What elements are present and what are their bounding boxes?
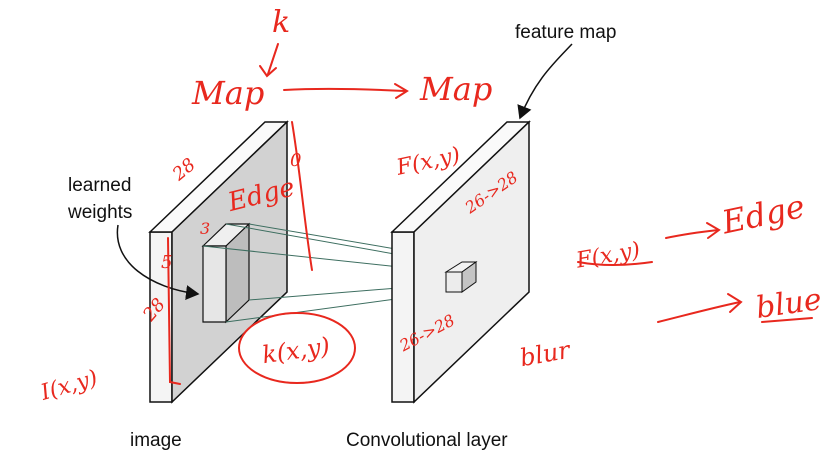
feature-map-label: feature map: [515, 22, 616, 43]
map-arrow-head: [394, 83, 409, 99]
kernel-box: [201, 222, 251, 324]
kxy-circle: [238, 312, 356, 384]
feature-map-pointer: [517, 43, 573, 120]
blur-annotation: blur: [518, 336, 574, 373]
weights-label: weights: [67, 202, 132, 223]
image-size-top-annotation: 28: [168, 154, 200, 185]
k-arrow-line: [267, 43, 279, 75]
fxy-right-annotation: F(x,y): [573, 238, 642, 274]
learned-label: learned: [68, 175, 131, 196]
five-annotation: 5: [161, 252, 172, 273]
zero-annotation: 0: [290, 150, 301, 171]
handwritten-annotations: [167, 43, 813, 385]
edge-right-annotation: Edge: [718, 187, 808, 242]
output-cell: [444, 261, 478, 293]
k-annotation: k: [272, 5, 290, 40]
blue-arrow-line: [657, 301, 741, 323]
three-annotation: 3: [200, 219, 210, 238]
kxy-annotation: k(x,y): [260, 332, 331, 369]
k-arrow-head: [259, 65, 277, 78]
image-label: image: [130, 430, 182, 451]
conv-layer-label: Convolutional layer: [346, 430, 508, 451]
map-arrow-line: [283, 87, 406, 92]
blue-annotation: blue: [754, 282, 824, 326]
edge-arrow-head: [706, 222, 721, 239]
blue-arrow-head: [727, 293, 743, 313]
ixy-annotation: I(x,y): [37, 366, 100, 406]
weights-pointer: [116, 224, 200, 300]
edge-arrow-line: [665, 229, 719, 239]
map-right-annotation: Map: [419, 70, 492, 108]
map-left-annotation: Map: [191, 74, 264, 112]
